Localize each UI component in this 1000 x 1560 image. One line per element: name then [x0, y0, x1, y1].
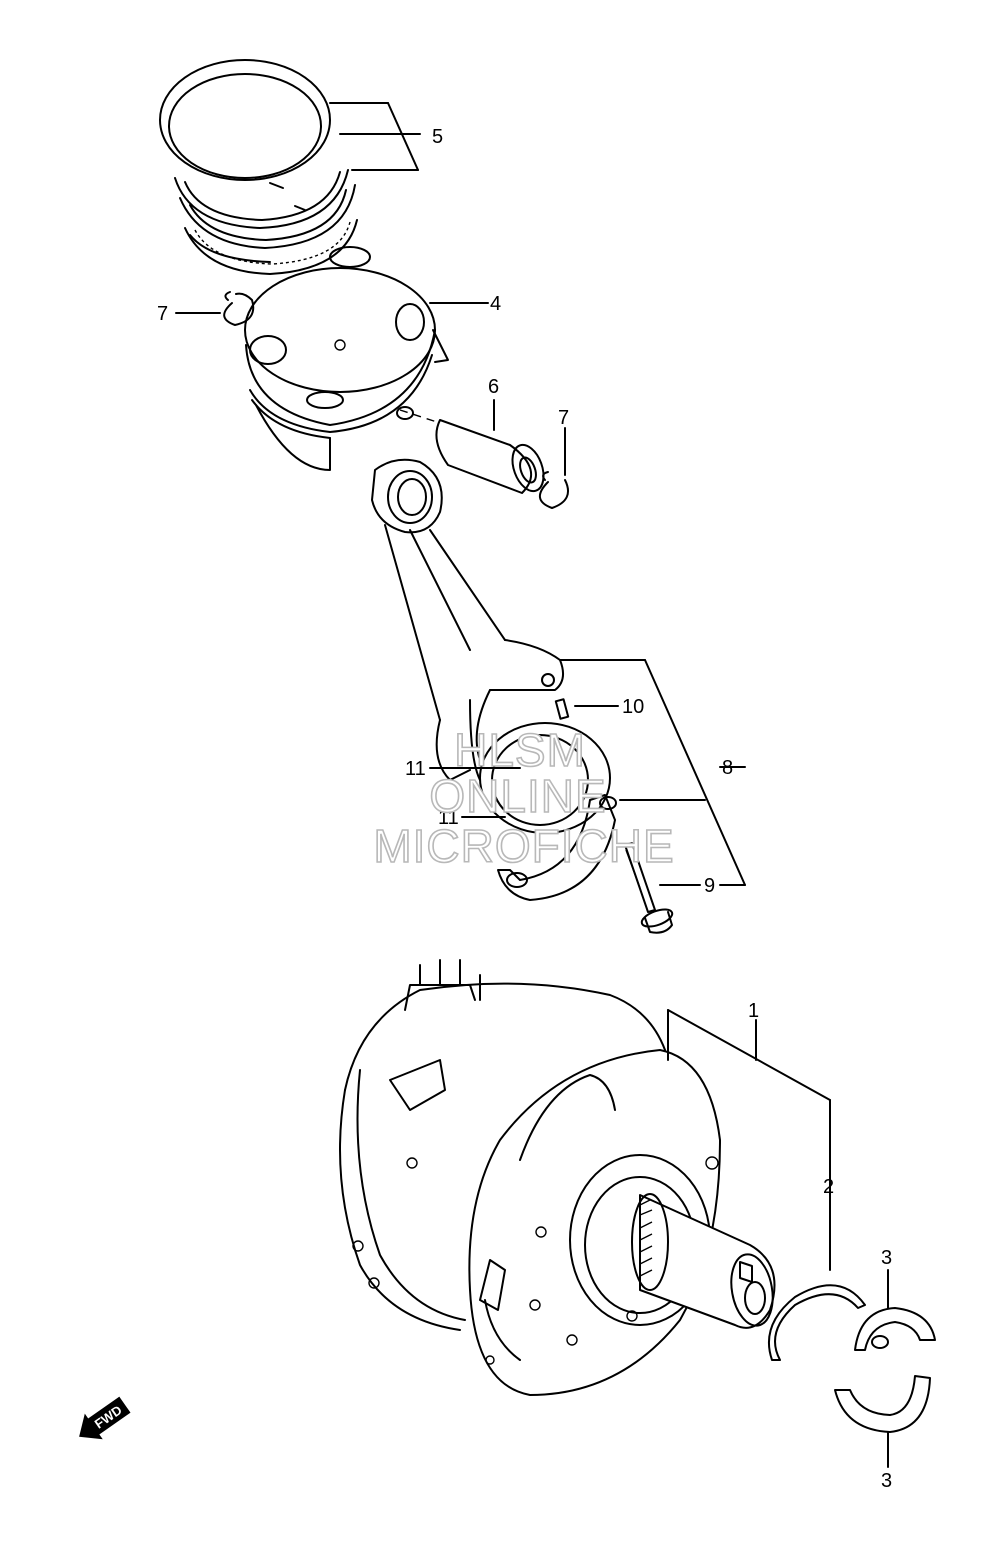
callout-2: 2 — [823, 1176, 834, 1198]
callout-9: 9 — [704, 875, 715, 897]
callout-10: 10 — [622, 696, 644, 718]
piston — [244, 246, 489, 471]
fwd-badge: FWD — [79, 1396, 131, 1440]
callout-5: 5 — [432, 126, 443, 148]
journal-bearings — [834, 1269, 936, 1468]
crankshaft — [339, 959, 831, 1396]
circlip-left — [175, 291, 255, 326]
watermark-line-1: HLSM — [454, 724, 586, 776]
callout-6: 6 — [488, 376, 499, 398]
watermark-line-2: ONLINE — [429, 770, 606, 822]
piston-pin — [399, 399, 545, 494]
watermark: HLSM ONLINE MICROFICHE — [373, 723, 675, 873]
watermark-line-3: MICROFICHE — [373, 820, 674, 872]
callout-11-b: 11 — [438, 807, 459, 829]
connecting-rod — [371, 458, 746, 901]
crank-pin-bearings — [429, 767, 521, 818]
conrod-bolt — [624, 842, 746, 934]
callout-3-upper: 3 — [881, 1247, 892, 1269]
callout-7-left: 7 — [157, 303, 168, 325]
piston-rings — [159, 59, 421, 275]
callout-3-lower: 3 — [881, 1470, 892, 1492]
forward-arrow-icon — [79, 1396, 131, 1440]
callout-7-right: 7 — [558, 407, 569, 429]
thrust-washer — [767, 1099, 866, 1361]
callout-1: 1 — [748, 1000, 759, 1022]
callout-11-a: 11 — [405, 758, 426, 780]
callout-4: 4 — [490, 293, 501, 315]
callout-8: 8 — [722, 757, 733, 779]
circlip-right — [539, 427, 569, 509]
conrod-bearing-pin — [554, 698, 619, 720]
